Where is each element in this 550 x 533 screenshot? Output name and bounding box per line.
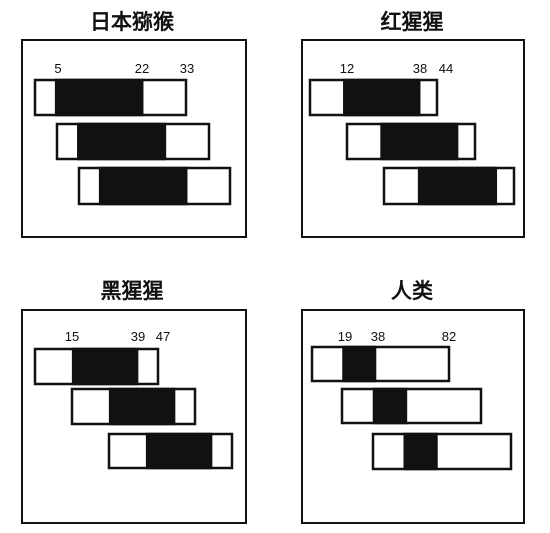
filled-segment-macaque: [54, 78, 144, 117]
panel-frame-orangutan: [301, 39, 525, 238]
filled-segment-human: [372, 387, 408, 425]
tick-label: 22: [135, 61, 149, 76]
filled-segment-orangutan: [380, 122, 459, 161]
tick-label: 38: [371, 329, 385, 344]
lifespan-bar-human: [371, 432, 513, 471]
lifespan-bar-human: [340, 387, 483, 425]
bars-layer: [33, 78, 516, 471]
filled-segment-chimpanzee: [145, 432, 213, 470]
panel-title-macaque: 日本猕猴: [90, 10, 174, 34]
tick-label: 19: [338, 329, 352, 344]
filled-segment-human: [403, 432, 438, 471]
filled-segment-macaque: [98, 166, 188, 206]
tick-label: 5: [54, 61, 61, 76]
tick-label: 39: [131, 329, 145, 344]
panel-title-human: 人类: [391, 279, 433, 303]
filled-segment-orangutan: [343, 78, 421, 117]
panel-frame-human: [301, 309, 525, 524]
tick-label: 33: [180, 61, 194, 76]
filled-segment-chimpanzee: [71, 347, 139, 386]
panel-frame-chimpanzee: [21, 309, 247, 524]
tick-label: 44: [439, 61, 453, 76]
tick-label: 47: [156, 329, 170, 344]
tick-label: 38: [413, 61, 427, 76]
tick-label: 82: [442, 329, 456, 344]
lifespan-bar-human: [310, 345, 451, 383]
tick-label: 12: [340, 61, 354, 76]
filled-segment-macaque: [77, 122, 167, 161]
filled-segment-chimpanzee: [108, 387, 176, 426]
panel-title-chimpanzee: 黑猩猩: [100, 279, 164, 303]
tick-label: 15: [65, 329, 79, 344]
filled-segment-orangutan: [417, 166, 498, 206]
panel-title-orangutan: 红猩猩: [380, 10, 444, 34]
panel-frame-macaque: [21, 39, 247, 238]
filled-segment-human: [342, 345, 377, 383]
